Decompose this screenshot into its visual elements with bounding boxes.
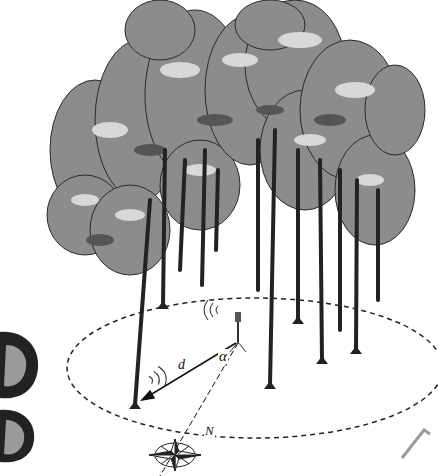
tree-canopies [47,0,425,275]
distance-arrow [142,343,236,400]
center-instrument [204,300,246,352]
math-label: N [204,424,215,437]
tree-trunks [135,130,378,405]
canopy-highlights [71,32,384,221]
math-label: d [178,358,185,372]
north-line [160,343,238,476]
trunk-roots [129,301,362,409]
side-object [402,430,430,458]
plot-boundary [67,298,438,438]
compass-rose [149,439,201,471]
side-object [0,332,38,463]
math-label: α [218,349,228,364]
